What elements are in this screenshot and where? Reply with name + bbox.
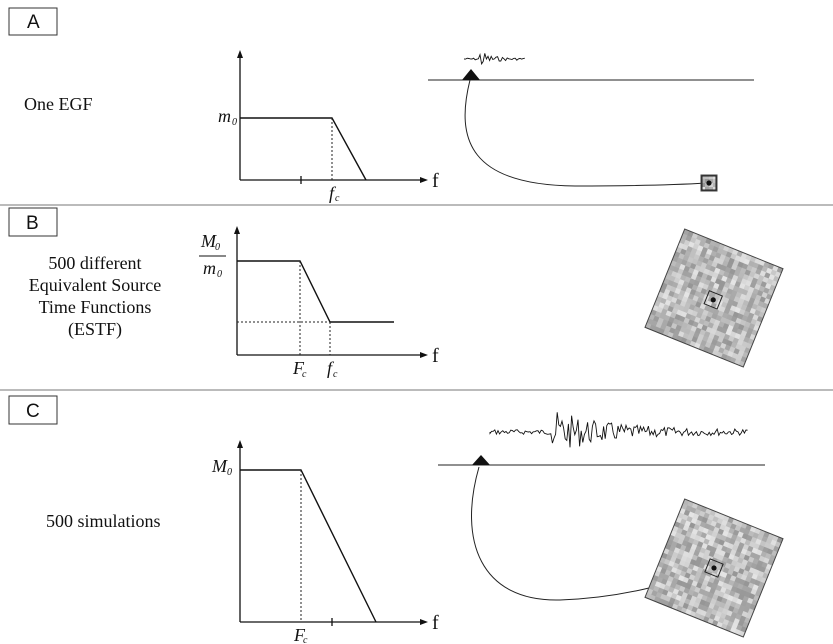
panel-c-description: 500 simulations bbox=[46, 511, 161, 531]
panel-a-tick-label-sub: c bbox=[335, 193, 340, 204]
panel-a-description: One EGF bbox=[24, 94, 93, 114]
panel-a-label-box bbox=[8, 7, 58, 36]
panel-b-y-label-den: m bbox=[203, 258, 216, 278]
panel-a-x-axis-label: f bbox=[432, 170, 439, 192]
panel-c-spectrum: M 0 F c f bbox=[211, 440, 439, 644]
panel-a-tick-label: f bbox=[329, 183, 337, 203]
ray-path-icon bbox=[464, 79, 709, 187]
panel-c-tick-label: F bbox=[293, 625, 306, 644]
seismogram-icon bbox=[489, 412, 748, 448]
station-triangle-icon bbox=[472, 455, 490, 465]
panel-b-x-axis-label: f bbox=[432, 345, 439, 367]
panel-b: B 500 different Equivalent Source Time F… bbox=[8, 207, 784, 380]
panel-b-label: B bbox=[26, 213, 39, 234]
panel-c-label: C bbox=[26, 401, 40, 422]
panel-b-y-label-num-sub: 0 bbox=[215, 242, 220, 253]
panel-c-tick-label-sub: c bbox=[303, 635, 308, 644]
panel-a-y-label: m bbox=[218, 106, 231, 126]
panel-b-description-line-4: (ESTF) bbox=[68, 319, 122, 340]
panel-a-label: A bbox=[27, 12, 40, 33]
panel-b-tick-label-1: F bbox=[292, 358, 305, 378]
panel-c-label-box bbox=[8, 395, 58, 425]
panel-c-x-axis-label: f bbox=[432, 612, 439, 634]
panel-a-spectrum: m 0 f c f bbox=[218, 50, 439, 204]
panel-a-y-label-sub: 0 bbox=[232, 117, 237, 128]
seismogram-icon bbox=[463, 53, 525, 66]
panel-b-y-label-den-sub: 0 bbox=[217, 269, 222, 280]
panel-c: C 500 simulations M 0 F c f bbox=[8, 395, 784, 644]
panel-c-y-label: M bbox=[211, 456, 228, 476]
panel-b-y-label-num: M bbox=[200, 231, 217, 251]
station-triangle-icon bbox=[462, 69, 480, 80]
panel-b-label-box bbox=[8, 207, 58, 237]
panel-b-tick-label-2: f bbox=[327, 358, 335, 378]
source-fault-plane-icon bbox=[644, 498, 784, 638]
panel-b-tick-label-2-sub: c bbox=[333, 369, 338, 380]
panel-b-spectrum: M 0 m 0 F c f c f bbox=[199, 226, 439, 380]
panel-b-description-line-2: Equivalent Source bbox=[29, 275, 161, 295]
source-fault-plane-icon bbox=[644, 228, 784, 368]
panel-c-y-label-sub: 0 bbox=[227, 467, 232, 478]
panel-a: A One EGF m 0 f c f bbox=[8, 7, 754, 204]
panel-b-tick-label-1-sub: c bbox=[302, 369, 307, 380]
panel-b-description-line-3: Time Functions bbox=[39, 297, 152, 317]
panel-b-description-line-1: 500 different bbox=[48, 253, 141, 273]
source-fault-plane-icon bbox=[700, 174, 718, 192]
